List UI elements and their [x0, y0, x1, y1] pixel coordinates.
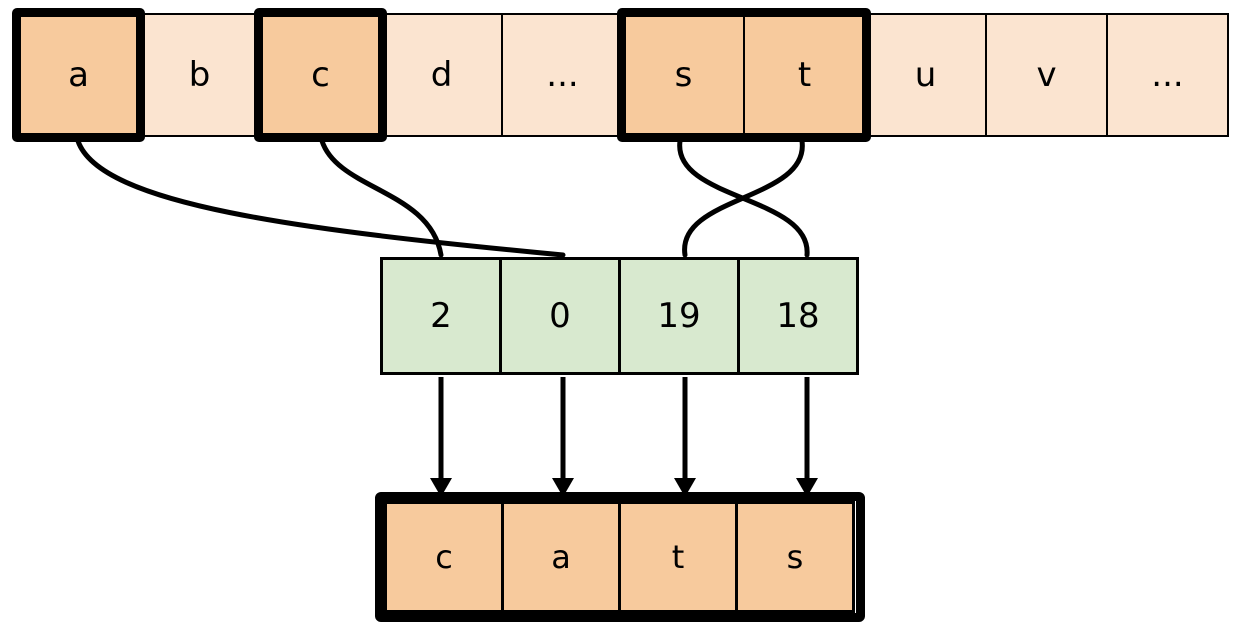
- alphabet-cell-u[interactable]: u: [864, 13, 987, 137]
- alphabet-cell-v[interactable]: v: [985, 13, 1108, 137]
- result-cell-0[interactable]: c: [384, 501, 504, 613]
- alphabet-cell-b[interactable]: b: [138, 13, 261, 137]
- alphabet-cell-d[interactable]: d: [380, 13, 503, 137]
- alphabet-cell-c[interactable]: c: [259, 13, 382, 137]
- index-cell-0[interactable]: 2: [380, 257, 502, 375]
- arrowhead-3: [796, 478, 818, 497]
- arrowhead-group: [430, 478, 818, 497]
- alphabet-cell-ellipsis-4[interactable]: ...: [501, 13, 624, 137]
- index-cell-3[interactable]: 18: [737, 257, 859, 375]
- result-cell-3[interactable]: s: [735, 501, 855, 613]
- arrowhead-0: [430, 478, 452, 497]
- alphabet-cell-ellipsis-9[interactable]: ...: [1106, 13, 1229, 137]
- result-cell-2[interactable]: t: [618, 501, 738, 613]
- alphabet-cell-t[interactable]: t: [743, 13, 866, 137]
- arrowhead-1: [552, 478, 574, 497]
- index-cell-2[interactable]: 19: [618, 257, 740, 375]
- index-cell-1[interactable]: 0: [499, 257, 621, 375]
- edge-c-to-index-0: [319, 138, 444, 258]
- alphabet-cell-s[interactable]: s: [622, 13, 745, 137]
- edge-t-to-index-2: [682, 138, 805, 258]
- edge-a-to-index-1: [75, 138, 566, 258]
- result-cell-1[interactable]: a: [501, 501, 621, 613]
- edge-s-to-index-3: [677, 138, 810, 258]
- arrowhead-2: [674, 478, 696, 497]
- alphabet-cell-a[interactable]: a: [17, 13, 140, 137]
